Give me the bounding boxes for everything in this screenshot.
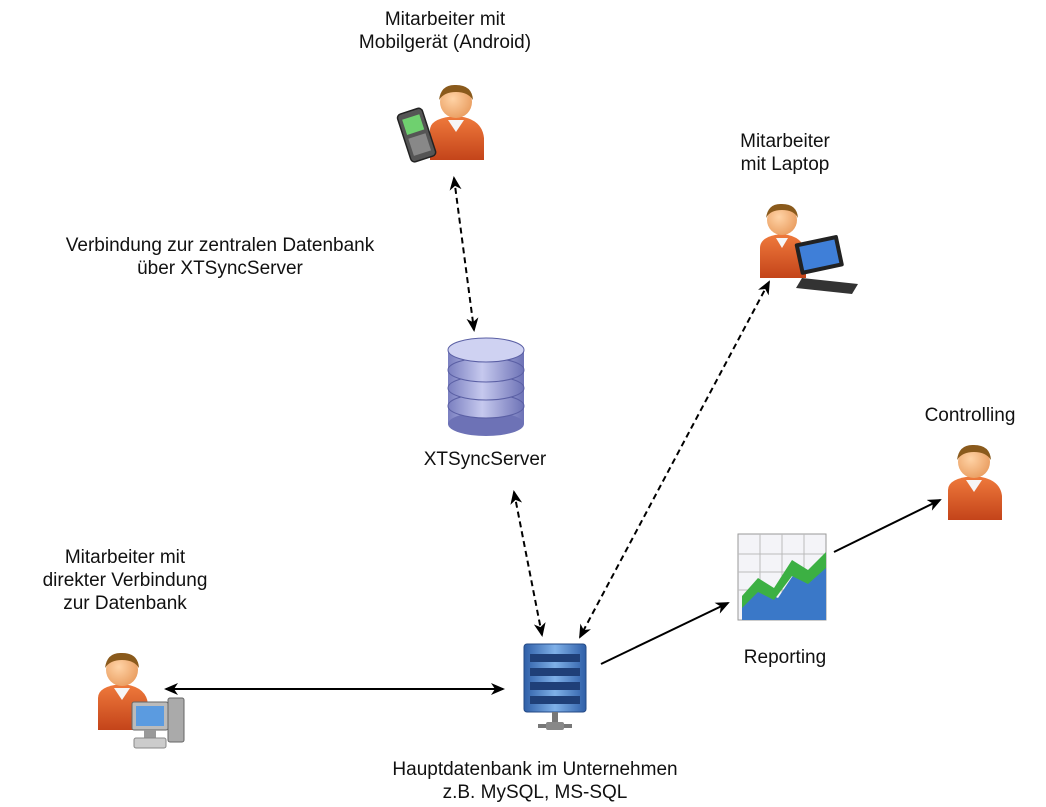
connections <box>164 176 942 695</box>
connection-syncserver-to-maindb <box>510 490 546 637</box>
chart-report-icon <box>737 533 827 621</box>
connection-mobile-to-syncserver <box>449 176 479 332</box>
connection-reporting-to-controlling <box>833 499 942 553</box>
user-laptop-icon <box>760 203 858 294</box>
node-label-desktop-user: Mitarbeiter mit direkter Verbindung zur … <box>42 547 208 614</box>
user-icon <box>948 444 1002 520</box>
node-label-xtsyncserver: XTSyncServer <box>423 449 547 470</box>
node-label-main-database: Hauptdatenbank im Unternehmen z.B. MySQL… <box>392 759 678 803</box>
database-icon <box>447 337 525 436</box>
node-label-controlling: Controlling <box>924 405 1016 426</box>
connection-maindb-to-reporting <box>600 602 730 665</box>
server-icon <box>523 643 587 730</box>
annotation-sync-connection: Verbindung zur zentralen Datenbank über … <box>65 235 375 279</box>
node-label-mobile-user: Mitarbeiter mit Mobilgerät (Android) <box>358 9 532 53</box>
user-mobile-phone-icon <box>396 84 484 163</box>
connection-laptop-to-maindb <box>579 280 770 639</box>
user-desktop-computer-icon <box>98 652 185 749</box>
node-label-laptop-user: Mitarbeiter mit Laptop <box>740 131 830 175</box>
node-label-reporting: Reporting <box>743 647 827 668</box>
